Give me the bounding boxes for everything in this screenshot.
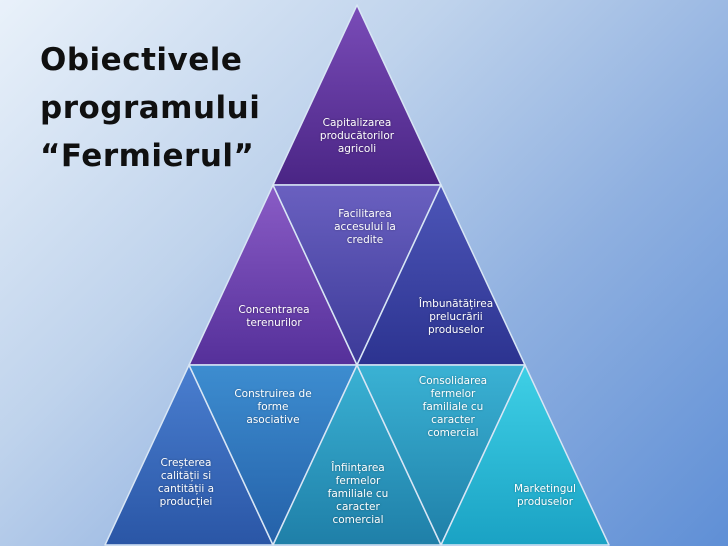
label-imbunatatirea: Îmbunătățirea prelucrării produselor [418,298,494,336]
tri-marketingul [440,364,610,546]
label-cresterea: Creșterea calității si cantității a prod… [157,457,215,508]
label-consolidarea: Consolidarea fermelor familiale cu carac… [418,375,488,439]
tri-capitalizarea [272,4,442,186]
label-infiintarea: Înființarea fermelor familiale cu caract… [327,462,389,526]
label-construirea: Construirea de forme asociative [234,388,312,426]
label-marketingul: Marketingul produselor [514,483,576,508]
label-facilitarea: Facilitarea accesului la credite [334,208,396,246]
label-concentrarea: Concentrarea terenurilor [238,304,310,329]
label-capitalizarea: Capitalizarea producătorilor agricoli [319,117,395,155]
slide-title: Obiectivele programului “Fermierul” [40,42,261,174]
